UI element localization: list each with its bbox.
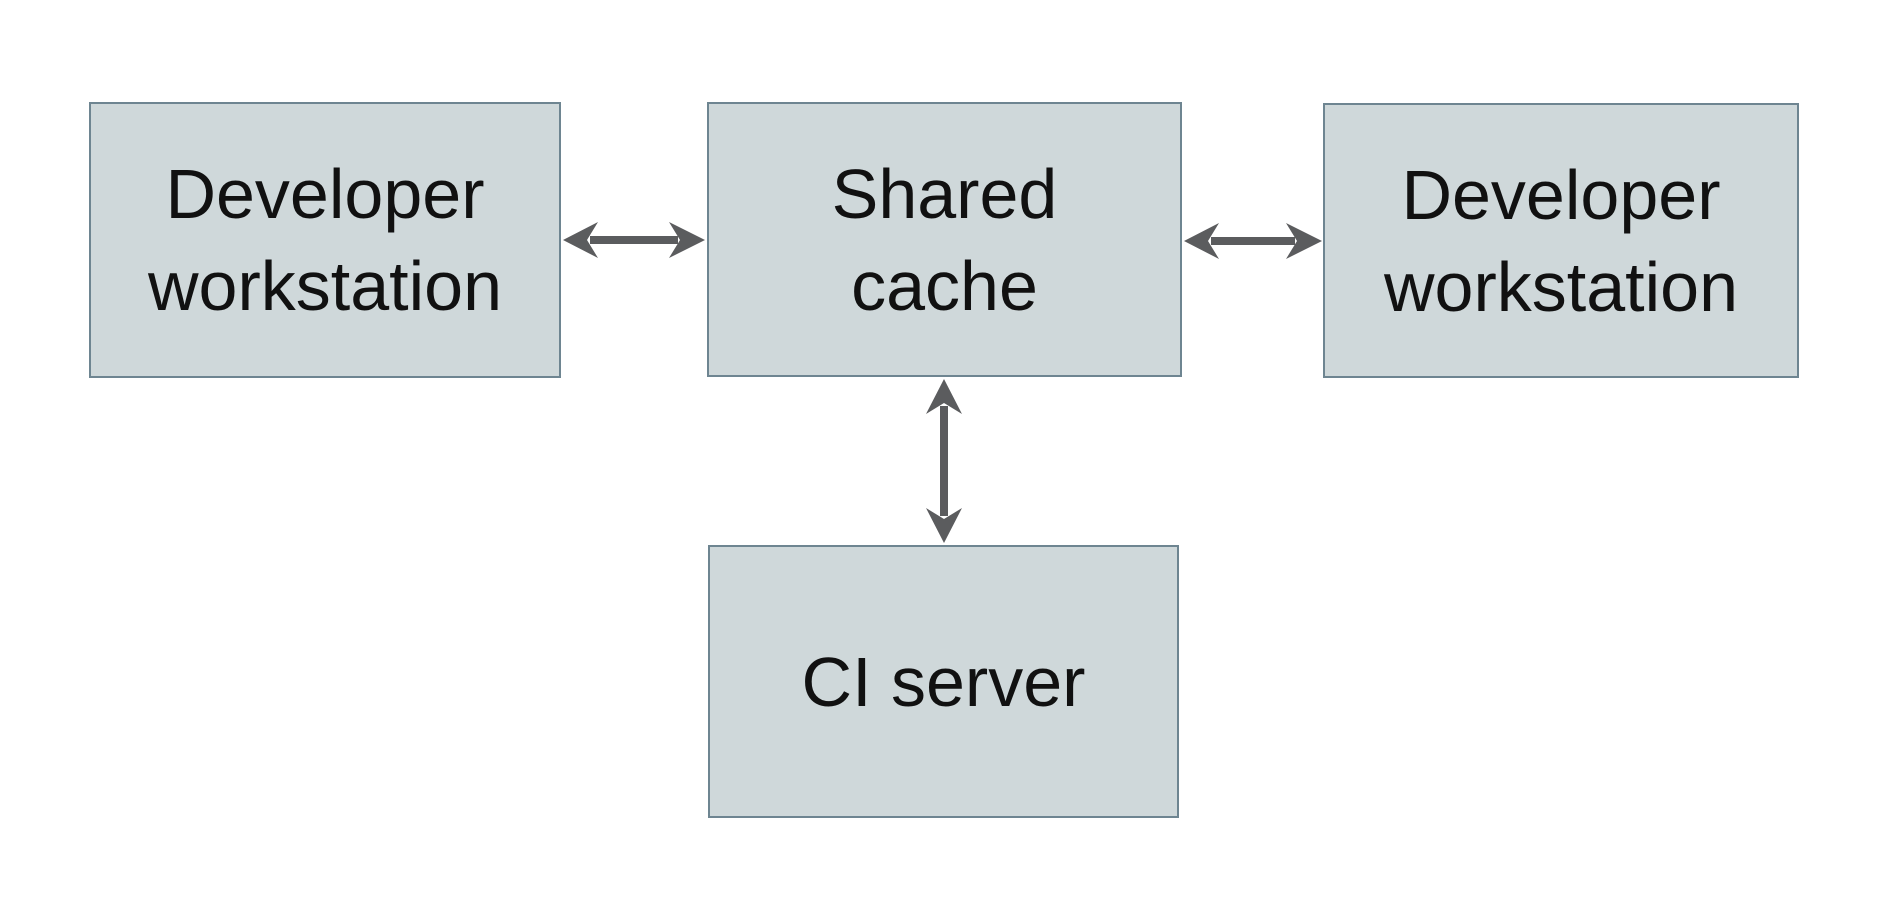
node-label-developer-workstation-left: Developer workstation	[147, 155, 503, 325]
arrowhead-left-icon	[1184, 223, 1219, 259]
node-label-developer-workstation-right: Developer workstation	[1383, 155, 1739, 326]
node-ci-server: CI server	[708, 545, 1179, 818]
arrowhead-right-icon	[1286, 223, 1322, 259]
arrowhead-right-icon	[669, 222, 705, 258]
node-shared-cache: Shared cache	[707, 102, 1182, 377]
node-label-shared-cache: Shared cache	[831, 154, 1058, 325]
bidirectional-arrow-cache-right-workstation	[1184, 223, 1322, 259]
node-developer-workstation-left: Developer workstation	[89, 102, 561, 378]
node-developer-workstation-right: Developer workstation	[1323, 103, 1799, 378]
arrowhead-up-icon	[926, 379, 962, 414]
node-label-ci-server: CI server	[801, 642, 1086, 721]
arrowhead-down-icon	[926, 508, 962, 543]
bidirectional-arrow-cache-ci-server	[926, 379, 962, 543]
arrowhead-left-icon	[563, 222, 598, 258]
bidirectional-arrow-left-workstation-cache	[563, 222, 705, 258]
